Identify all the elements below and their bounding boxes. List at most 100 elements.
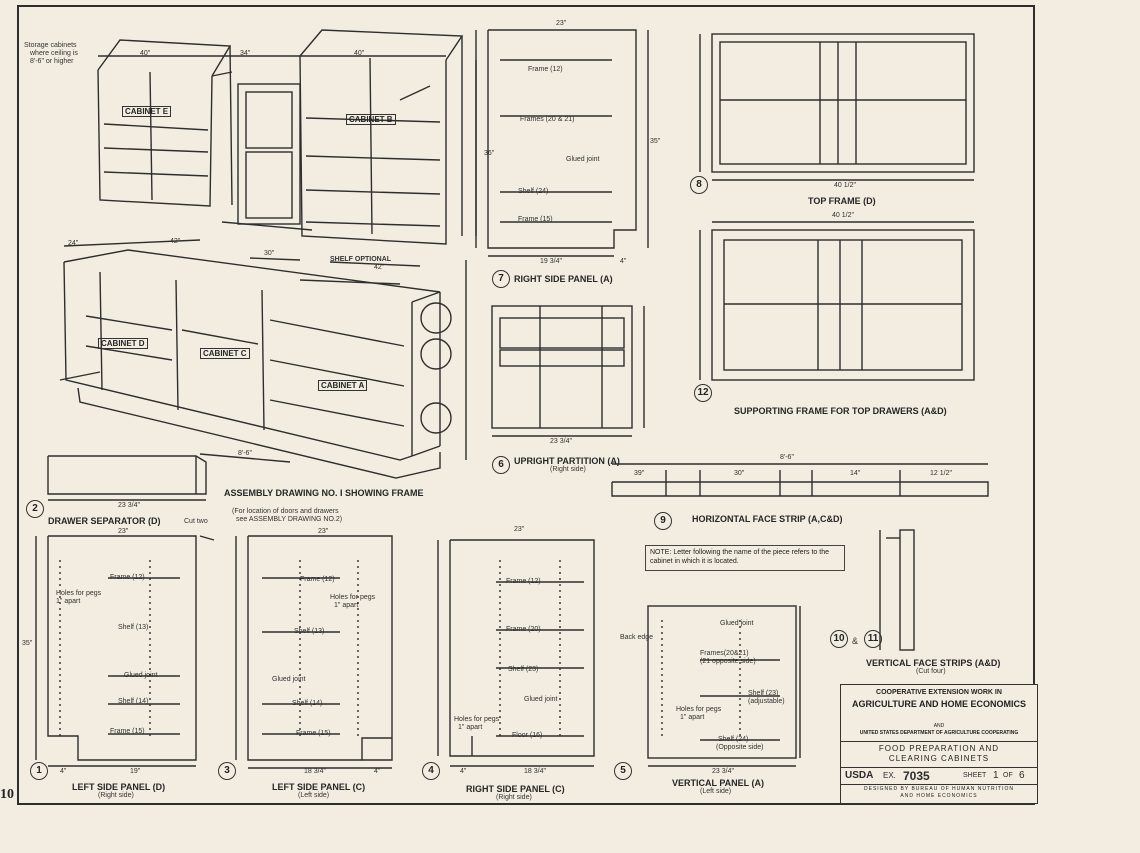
dim-p9-12: 12 1/2"	[930, 470, 952, 477]
p3-holes: Holes for pegs	[330, 594, 376, 601]
dim-p4-w: 23"	[514, 526, 525, 533]
title-ex-number: 7035	[903, 769, 930, 783]
title-divider-3	[841, 784, 1037, 785]
title-divider-2	[841, 767, 1037, 768]
p5-holes: Holes for pegs	[676, 706, 722, 713]
storage-note-line1: Storage cabinets	[24, 42, 77, 49]
p3-one-apart: 1" apart	[334, 602, 359, 609]
p5-opposite: (21 opposite side)	[700, 658, 756, 665]
p5-adjustable: (adjustable)	[748, 698, 785, 705]
dim-p3-4: 4"	[374, 768, 381, 775]
panel-1	[35, 535, 215, 767]
cabinet-e-label: CABINET E	[122, 106, 172, 117]
p5-frames: Frames(20&21)	[700, 650, 749, 657]
assembly-subtitle-2: see ASSEMBLY DRAWING NO.2)	[236, 516, 343, 523]
p7-frames2021: Frames (20 & 21)	[520, 116, 575, 123]
title-line2: AGRICULTURE AND HOME ECONOMICS	[852, 699, 1026, 709]
dim-36: 36"	[484, 150, 495, 157]
dim-p9-14: 14"	[850, 470, 861, 477]
dim-p7-h: 35"	[650, 138, 661, 145]
p5-shelf23: Shelf (23)	[748, 690, 779, 697]
dim-p3-b: 18 3/4"	[304, 768, 326, 775]
p4-frame12: Frame (12)	[506, 578, 541, 585]
note-box: NOTE: Letter following the name of the p…	[645, 545, 845, 571]
dim-p7-b: 19 3/4"	[540, 258, 562, 265]
vertical-strips-title: VERTICAL FACE STRIPS (A&D)	[866, 658, 1001, 668]
panel-3-title: LEFT SIDE PANEL (C)	[272, 782, 366, 792]
title-sheet-label: SHEET	[963, 772, 987, 779]
dim-p3-w: 23"	[318, 528, 329, 535]
storage-note-line2: where ceiling is	[30, 50, 78, 57]
dim-p8-w: 40 1/2"	[834, 182, 856, 189]
dim-42b: 42"	[374, 264, 385, 271]
dim-30: 30"	[264, 250, 275, 257]
p1-glued: Glued joint	[124, 672, 158, 679]
cabinet-c-label: CABINET C	[200, 348, 250, 359]
title-line4: UNITED STATES DEPARTMENT OF AGRICULTURE …	[859, 730, 1019, 736]
panel-1-title: LEFT SIDE PANEL (D)	[72, 782, 166, 792]
drawer-separator-drawing	[47, 455, 207, 501]
assembly-base-cabinets	[59, 249, 441, 479]
face-strip-drawing	[611, 463, 989, 497]
title-line6: CLEARING CABINETS	[888, 754, 990, 763]
panel-3	[235, 535, 393, 769]
p3-frame15: Frame (15)	[296, 730, 331, 737]
drawing-number-11: 11	[864, 630, 882, 648]
dim-p1-b: 19"	[130, 768, 141, 775]
title-line5: FOOD PREPARATION AND	[878, 744, 1000, 753]
panel-6-subtitle: (Right side)	[550, 466, 586, 473]
supporting-frame-title: SUPPORTING FRAME FOR TOP DRAWERS (A&D)	[734, 406, 947, 416]
p7-glued: Glued joint	[566, 156, 600, 163]
dim-p1-4: 4"	[60, 768, 67, 775]
storage-note-line3: 8'-6" or higher	[30, 58, 74, 65]
drawing-number-2: 2	[26, 500, 44, 518]
p1-shelf13: Shelf (13)	[118, 624, 149, 631]
drawing-number-1: 1	[30, 762, 48, 780]
p5-shelf24: Shelf (24)	[718, 736, 749, 743]
drawing-number-4: 4	[422, 762, 440, 780]
p3-frame12: Frame (12)	[300, 576, 335, 583]
assembly-wall-cabinets	[97, 29, 464, 245]
supporting-frame-drawing	[699, 221, 975, 381]
p4-one-apart: 1" apart	[458, 724, 483, 731]
dim-42a: 42"	[170, 238, 181, 245]
p1-holes: Holes for pegs	[56, 590, 102, 597]
dim-p4-b: 18 3/4"	[524, 768, 546, 775]
assembly-title: ASSEMBLY DRAWING NO. I SHOWING FRAME	[224, 488, 424, 498]
cabinet-b-label: CABINET B	[346, 114, 396, 125]
p5-back-edge: Back edge	[620, 634, 654, 641]
title-code: USDA	[845, 770, 874, 781]
dim-p7-4: 4"	[620, 258, 627, 265]
dim-p6-b: 23 3/4"	[550, 438, 572, 445]
dim-p1-w: 23"	[118, 528, 129, 535]
p3-shelf13: Shelf (13)	[294, 628, 325, 635]
panel-1-subtitle: (Right side)	[98, 792, 134, 799]
drawing-number-10: 10	[830, 630, 848, 648]
drawing-number-8: 8	[690, 176, 708, 194]
dim-p9-total: 8'-6"	[780, 454, 794, 461]
title-sheet-num: 1	[993, 770, 999, 781]
drawing-number-12: 12	[694, 384, 712, 402]
panel-6	[491, 305, 645, 437]
dim-p9-39: 39"	[634, 470, 645, 477]
p4-shelf23: Shelf (23)	[508, 666, 539, 673]
top-frame-drawing	[699, 33, 975, 181]
p3-glued: Glued joint	[272, 676, 306, 683]
dim-p4-4: 4"	[460, 768, 467, 775]
cabinet-a-label: CABINET A	[318, 380, 368, 391]
drawing-number-3: 3	[218, 762, 236, 780]
dim-40b: 40"	[354, 50, 365, 57]
title-of-num: 6	[1019, 770, 1025, 781]
drawing-number-7: 7	[492, 270, 510, 288]
p3-shelf14: Shelf (14)	[292, 700, 323, 707]
cabinet-d-label: CABINET D	[98, 338, 148, 349]
dim-p12-w: 40 1/2"	[832, 212, 854, 219]
p1-one-apart: 1" apart	[56, 598, 81, 605]
p7-frame12: Frame (12)	[528, 66, 563, 73]
page-number: 10	[0, 787, 14, 802]
p1-frame12: Frame (12)	[110, 574, 145, 581]
dim-34: 34"	[240, 50, 251, 57]
p4-frame20: Frame (20)	[506, 626, 541, 633]
